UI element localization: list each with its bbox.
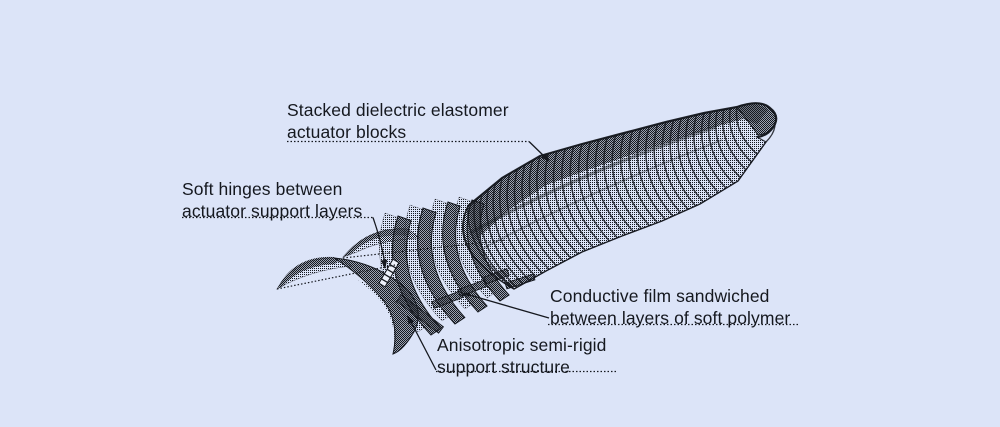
label-soft-hinges: Soft hinges between actuator support lay… — [182, 179, 362, 222]
label-line: support structure — [437, 356, 571, 377]
label-line: between layers of soft polymer — [550, 307, 791, 328]
label-support-structure: Anisotropic semi-rigid support structure — [437, 335, 606, 378]
label-line: Anisotropic semi-rigid — [437, 335, 607, 355]
label-line: actuator support layers — [182, 200, 363, 221]
label-line: actuator blocks — [287, 121, 407, 142]
label-line: Stacked dielectric elastomer — [287, 100, 509, 120]
label-line: Conductive film sandwiched — [550, 286, 770, 306]
label-conductive-film: Conductive film sandwiched between layer… — [550, 286, 790, 329]
label-line: Soft hinges between — [182, 179, 343, 199]
label-stacked-actuator-blocks: Stacked dielectric elastomer actuator bl… — [287, 100, 509, 143]
